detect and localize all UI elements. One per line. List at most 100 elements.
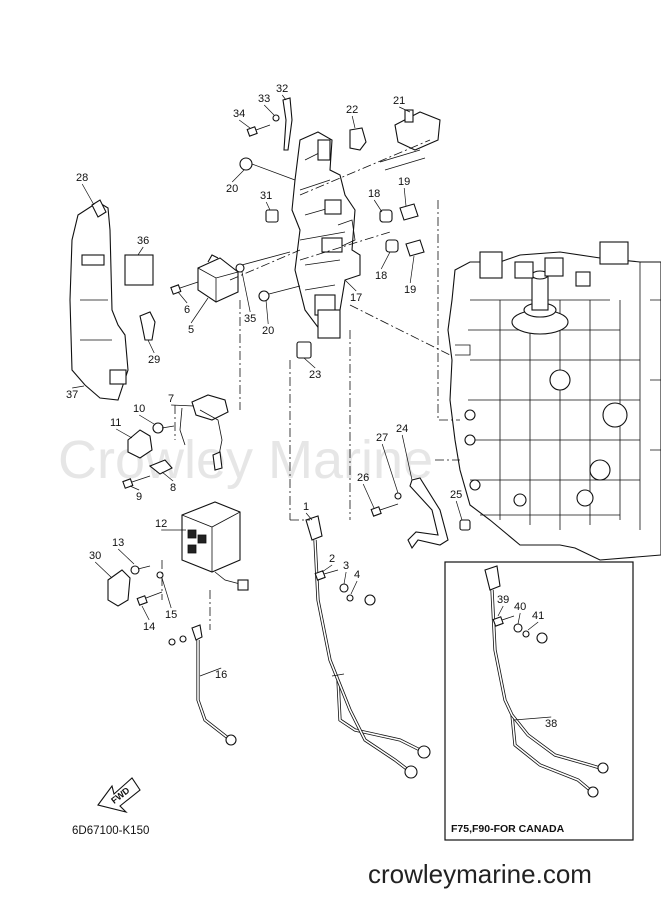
leader-p4	[350, 580, 358, 595]
callout-p18b: 18	[375, 270, 387, 282]
nut-25	[459, 519, 471, 531]
callout-p36: 36	[137, 235, 149, 247]
screw-13	[130, 565, 151, 575]
grommet-18-upper	[379, 209, 393, 223]
leader-p10	[139, 414, 155, 425]
callout-p37: 37	[66, 389, 78, 401]
bolt-35	[235, 251, 291, 273]
leader-p34	[238, 119, 251, 129]
callout-p24: 24	[396, 423, 408, 435]
engine-block	[447, 241, 661, 561]
leader-p6	[177, 291, 188, 304]
leader-p5	[190, 297, 209, 324]
callout-p6: 6	[184, 304, 190, 316]
leader-p41	[527, 621, 539, 631]
callout-p25: 25	[450, 489, 462, 501]
part-code: 6D67100-K150	[72, 825, 149, 837]
leader-p8	[161, 471, 174, 482]
callout-p40: 40	[514, 601, 526, 613]
leader-p11	[116, 428, 133, 439]
callout-p19a: 19	[398, 176, 410, 188]
bolt-34	[246, 124, 271, 137]
ground-lead	[168, 624, 237, 746]
bolt-2	[314, 569, 339, 581]
leader-p7	[171, 404, 195, 407]
washer-3	[339, 583, 349, 593]
coupler-22	[349, 127, 367, 151]
collar-19-lower	[405, 239, 425, 257]
callout-p13: 13	[112, 537, 124, 549]
callout-p33: 33	[258, 93, 270, 105]
leader-p9	[129, 485, 140, 491]
bolt-6	[170, 281, 199, 295]
leader-p22	[351, 115, 356, 129]
electrical-bracket	[291, 131, 361, 339]
callout-p5: 5	[188, 324, 194, 336]
callout-p17: 17	[350, 292, 362, 304]
leader-p24	[401, 434, 413, 481]
callout-p38: 38	[545, 718, 557, 730]
bolt-26	[370, 503, 399, 517]
leader-p20b	[265, 299, 269, 325]
leader-p19a	[403, 187, 407, 207]
leader-p31	[265, 201, 271, 211]
clamp	[148, 459, 173, 475]
callout-p18a: 18	[368, 188, 380, 200]
leader-p19b	[409, 255, 415, 284]
cap-30	[107, 569, 131, 607]
leader-p25	[455, 500, 463, 521]
callout-p12: 12	[155, 518, 167, 530]
bolt-14	[136, 591, 163, 606]
clip	[139, 311, 156, 341]
website-footer: crowleymarine.com	[368, 859, 592, 889]
washer-41	[522, 630, 530, 638]
grommet-18-lower	[385, 239, 399, 253]
callout-p9: 9	[136, 491, 142, 503]
washer-15	[156, 571, 164, 579]
cable-tie	[282, 97, 293, 151]
bolt-20-lower	[258, 285, 301, 302]
leader-p36	[137, 246, 144, 256]
callout-p23: 23	[309, 369, 321, 381]
callout-labels: 1234567891011121314151617181819192020212…	[66, 83, 557, 730]
callout-p10: 10	[133, 403, 145, 415]
leader-p21	[399, 106, 411, 113]
callout-p21: 21	[393, 95, 405, 107]
callout-p20a: 20	[226, 183, 238, 195]
washer-4	[346, 594, 354, 602]
leader-p16	[199, 667, 222, 677]
leader-p17	[344, 279, 357, 292]
callout-p28: 28	[76, 172, 88, 184]
callout-p22: 22	[346, 104, 358, 116]
watermark: Crowley Marine	[58, 430, 433, 490]
leader-p29	[147, 339, 155, 354]
leader-p1	[305, 512, 313, 521]
callout-p19b: 19	[404, 284, 416, 296]
leader-p32	[281, 94, 287, 101]
battery-cable	[305, 515, 431, 779]
callout-p7: 7	[168, 393, 174, 405]
grommet-31	[265, 209, 279, 223]
leader-p23	[303, 357, 316, 369]
callout-p31: 31	[260, 190, 272, 202]
harness-clamp	[379, 109, 441, 171]
leader-p38	[513, 716, 552, 721]
callout-p35: 35	[244, 313, 256, 325]
leader-p2	[321, 564, 333, 573]
cable-terminal	[364, 594, 376, 606]
leader-p28	[81, 183, 95, 206]
bolt-20-upper	[239, 157, 296, 181]
leader-p26	[362, 483, 375, 509]
leader-p37	[72, 385, 85, 389]
callout-p1: 1	[303, 501, 309, 513]
cover	[69, 199, 129, 401]
callout-p4: 4	[354, 569, 360, 581]
leader-p39	[497, 605, 504, 617]
leader-p13	[117, 548, 135, 565]
leader-p14	[141, 605, 150, 621]
leader-p27	[381, 443, 399, 494]
leader-lines	[72, 94, 552, 721]
collar-19-upper	[399, 203, 419, 221]
leader-p18a	[373, 199, 383, 213]
leader-p3	[343, 571, 347, 585]
